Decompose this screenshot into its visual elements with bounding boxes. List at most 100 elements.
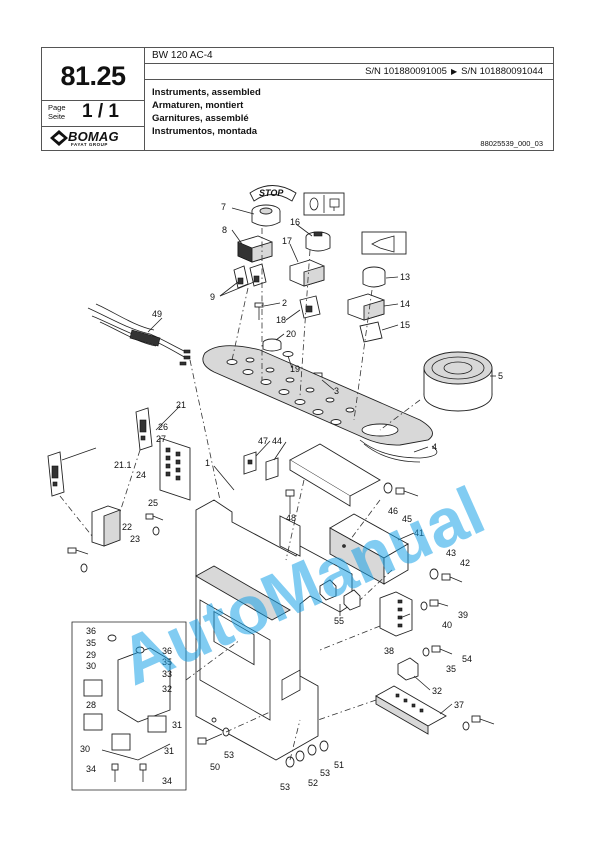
screw [197,727,230,745]
washer [152,526,160,536]
page-label-de: Seite [48,112,66,121]
callout-32: 32 [162,684,172,694]
callout-21-1: 21.1 [114,460,132,470]
callout-24: 24 [136,470,146,480]
clip [319,579,361,611]
document-number: 88025539_000_03 [480,139,543,148]
relay-inset-frame [71,621,187,791]
callout-35: 35 [162,657,172,667]
washer-set [285,740,329,768]
assembly-centerlines [59,228,421,761]
title-de: Armaturen, montiert [152,100,244,111]
cover-plate [289,443,381,507]
serial-from: S/N 101880091005 [365,66,447,77]
callout-16: 16 [290,217,300,227]
bomag-emblem-icon [50,130,68,146]
arrow-icon: ▶ [450,67,458,76]
terminal-block [379,591,413,637]
horn-button [362,266,386,288]
callout-17: 17 [282,236,292,246]
screw [285,489,295,497]
callout-25: 25 [148,498,158,508]
screw [422,645,453,657]
callout-55: 55 [334,616,344,626]
stop-sticker: STOP [249,185,297,202]
title-list: Instruments, assembled Armaturen, montie… [152,86,261,138]
callout-49: 49 [152,309,162,319]
fuse-box [91,505,121,547]
callout-18: 18 [276,315,286,325]
logo-subtext: FAYAT GROUP [71,142,108,147]
ignition-holder [289,259,325,287]
callout-53: 53 [224,750,234,760]
page-label: Page Seite [48,103,66,121]
relay-socket-lower [47,451,65,497]
callout-31: 31 [164,746,174,756]
callout-41: 41 [414,528,424,538]
callout-45: 45 [402,514,412,524]
cable-clip [397,657,419,681]
blanking-cap [262,338,282,352]
bracket [243,451,279,481]
callout-20: 20 [286,329,296,339]
callout-32: 32 [432,686,442,696]
callout-54: 54 [462,654,472,664]
contact-blocks [233,263,267,289]
callout-50: 50 [210,762,220,772]
divider [42,126,144,127]
callout-29: 29 [86,650,96,660]
callout-33: 33 [162,669,172,679]
screw [429,568,463,583]
callout-47: 47 [258,436,268,446]
screw [67,547,89,555]
callout-2: 2 [282,298,287,308]
callout-36: 36 [86,626,96,636]
fuse-strip [159,437,191,501]
divider [144,48,145,150]
serial-to: S/N 101880091044 [461,66,543,77]
title-en: Instruments, assembled [152,87,261,98]
title-fr: Garnitures, assemblé [152,113,249,124]
callout-35: 35 [86,638,96,648]
cable-harness [87,303,191,366]
divider [144,79,553,80]
callout-30: 30 [80,744,90,754]
callout-53: 53 [320,768,330,778]
screw [462,715,495,731]
watermark: AutoManual [109,472,495,700]
screw [145,513,164,521]
callout-21: 21 [176,400,186,410]
callout-36: 36 [162,646,172,656]
callout-51: 51 [334,760,344,770]
callout-31: 31 [172,720,182,730]
callout-4: 4 [432,442,437,452]
logo-wordmark: BOMAG [68,129,119,144]
machine-model: BW 120 AC-4 [152,50,213,61]
callout-23: 23 [130,534,140,544]
callout-1: 1 [205,458,210,468]
engine-symbol-sticker [303,192,345,216]
callout-34: 34 [162,776,172,786]
horn-contact [359,321,383,343]
divider [144,63,553,64]
callout-7: 7 [221,202,226,212]
callout-40: 40 [442,620,452,630]
horn-holder [347,293,385,321]
callout-5: 5 [498,371,503,381]
washer [80,563,88,573]
switch-holder [237,235,273,263]
title-block: BW 120 AC-4 S/N 101880091005▶S/N 1018800… [41,47,554,151]
emergency-stop-button [251,204,281,227]
console-bracket [195,499,353,761]
callout-19: 19 [290,364,300,374]
bomag-logo: BOMAG FAYAT GROUP [50,129,140,149]
screw [383,482,419,497]
callout-labels: 7 8 9 2 16 17 18 20 19 3 13 14 15 5 4 49… [80,202,503,792]
callout-15: 15 [400,320,410,330]
page-label-en: Page [48,103,66,112]
instrument-panel-plate [202,345,433,446]
buzzer [423,351,493,412]
horn-symbol-sticker [361,231,407,255]
callout-30: 30 [86,661,96,671]
callout-9: 9 [210,292,215,302]
